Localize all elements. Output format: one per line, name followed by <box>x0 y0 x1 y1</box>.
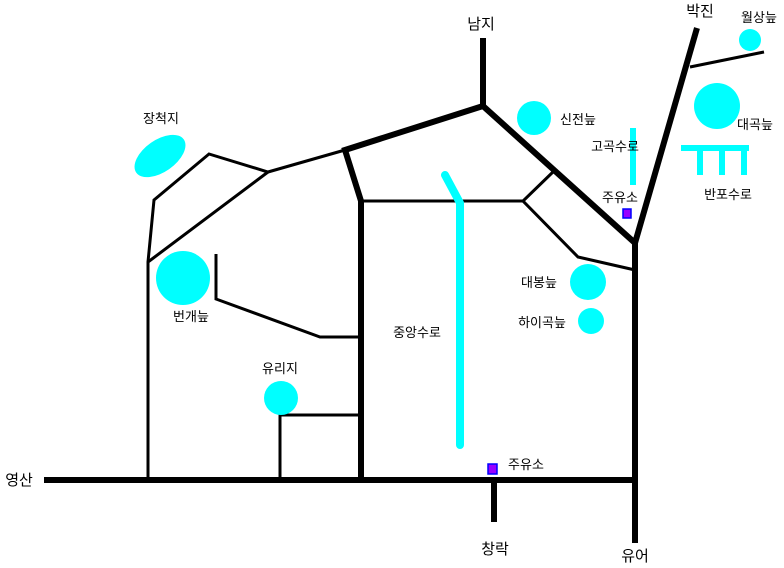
label-yeongsan: 영산 <box>5 471 33 489</box>
banpo-canal <box>681 145 749 175</box>
label-yuri: 유리지 <box>262 362 298 377</box>
road-namji-east <box>480 103 638 246</box>
label-sinjeon: 신전늪 <box>560 113 596 128</box>
label-namji: 남지 <box>467 15 495 33</box>
sinjeon-marsh <box>517 101 551 135</box>
jungang-canal <box>441 171 464 449</box>
label-gas-station-south: 주유소 <box>508 458 544 473</box>
label-haigok: 하이곡늪 <box>518 316 566 331</box>
wolsang-marsh <box>739 29 761 51</box>
road-wolsang-spur <box>689 50 765 69</box>
label-wolsang: 월상늪 <box>741 11 777 26</box>
yuri-reservoir <box>264 381 298 415</box>
road-west-loop <box>146 148 346 480</box>
beongae-marsh <box>156 251 210 305</box>
water-features <box>134 29 761 449</box>
road-east-inner <box>520 168 636 272</box>
label-daebong: 대봉늪 <box>521 276 557 291</box>
label-daegok: 대곡늪 <box>737 118 773 133</box>
label-bakjin: 박진 <box>686 2 714 20</box>
road-to-bakjin <box>632 27 700 244</box>
label-beongae: 번개늪 <box>173 310 209 325</box>
haigok-marsh <box>578 308 604 334</box>
label-gogok-canal: 고곡수로 <box>591 140 639 155</box>
label-jungang-canal: 중앙수로 <box>393 326 441 341</box>
jangcheok-reservoir <box>134 134 186 178</box>
gas-stations <box>487 208 632 475</box>
daebong-marsh <box>570 264 606 300</box>
label-banpo-canal: 반포수로 <box>704 188 752 203</box>
daegok-marsh <box>694 83 740 129</box>
road-beongae-spur <box>214 254 361 339</box>
gas-station-south-icon <box>487 463 498 475</box>
label-changrak: 창락 <box>481 540 509 558</box>
label-yueo: 유어 <box>621 547 649 565</box>
road-network <box>44 27 765 543</box>
road-namji-west <box>341 103 484 480</box>
label-jangcheok: 장척지 <box>143 112 179 127</box>
road-yuri-loop <box>278 413 361 480</box>
label-gas-station-east: 주유소 <box>602 191 638 206</box>
road-west-diagonal <box>147 170 269 264</box>
gas-station-east-icon <box>622 208 632 219</box>
